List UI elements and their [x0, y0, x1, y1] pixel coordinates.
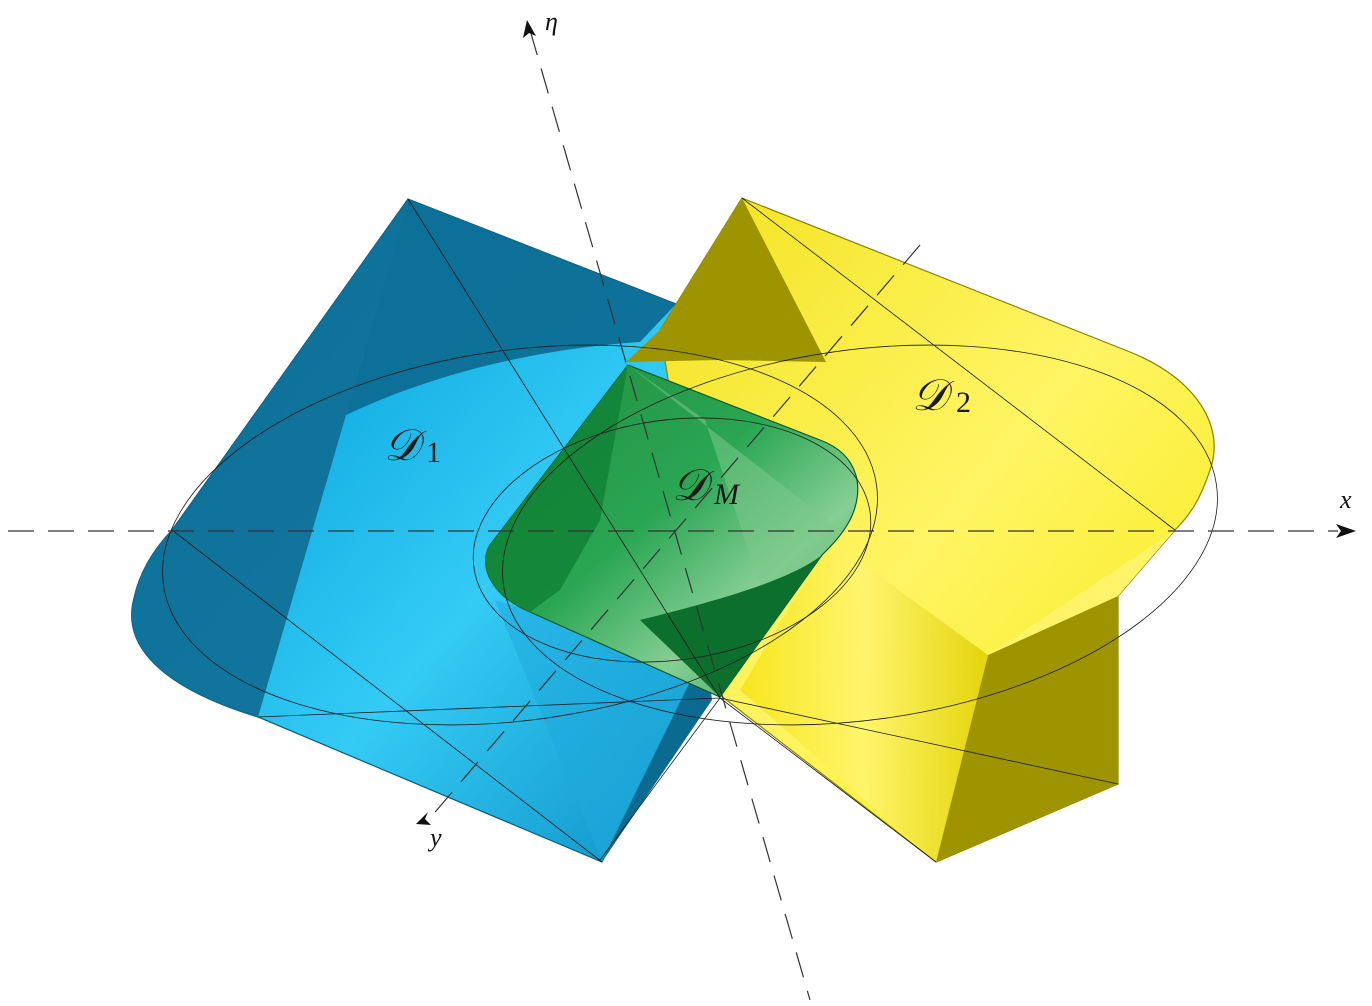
eta-axis	[529, 29, 811, 1001]
d1-left-facet	[131, 199, 409, 717]
axes	[8, 29, 1338, 1001]
x-axis-label: x	[1339, 485, 1352, 514]
ref-line-2	[719, 697, 1119, 785]
d1-diag-2	[171, 529, 603, 863]
d2-subscript: 2	[956, 386, 971, 419]
axis-arrows	[416, 20, 1356, 825]
dm-base-ellipse	[472, 417, 872, 663]
d1-front-facet	[602, 650, 712, 862]
d1-diag-1	[407, 198, 721, 699]
y-axis	[429, 244, 921, 819]
x-axis-arrowhead	[1336, 524, 1356, 538]
dm-highlight	[628, 365, 840, 585]
d2-right-dark-facet	[936, 596, 1118, 862]
dm-subscript: M	[713, 478, 741, 511]
d2-diag-1	[741, 197, 1176, 531]
ref-line-1	[599, 697, 721, 861]
y-axis-arrowhead	[416, 812, 431, 825]
construction-lines	[162, 197, 1218, 863]
d1-base-ellipse	[162, 344, 878, 726]
eta-axis-label: η	[545, 7, 558, 36]
ref-line-3	[257, 697, 721, 718]
dm-left-facet	[485, 365, 628, 612]
dm-front-facet	[640, 555, 822, 697]
d2-left-facet	[626, 198, 826, 362]
d2-base-ellipse	[502, 344, 1218, 726]
eta-axis-arrowhead	[523, 20, 536, 38]
d2-right-facet	[988, 530, 1175, 655]
d1-top-facet	[346, 199, 676, 415]
y-axis-label: y	[427, 823, 442, 852]
d2-diag-2	[719, 697, 937, 863]
d1-subscript: 1	[426, 436, 441, 469]
